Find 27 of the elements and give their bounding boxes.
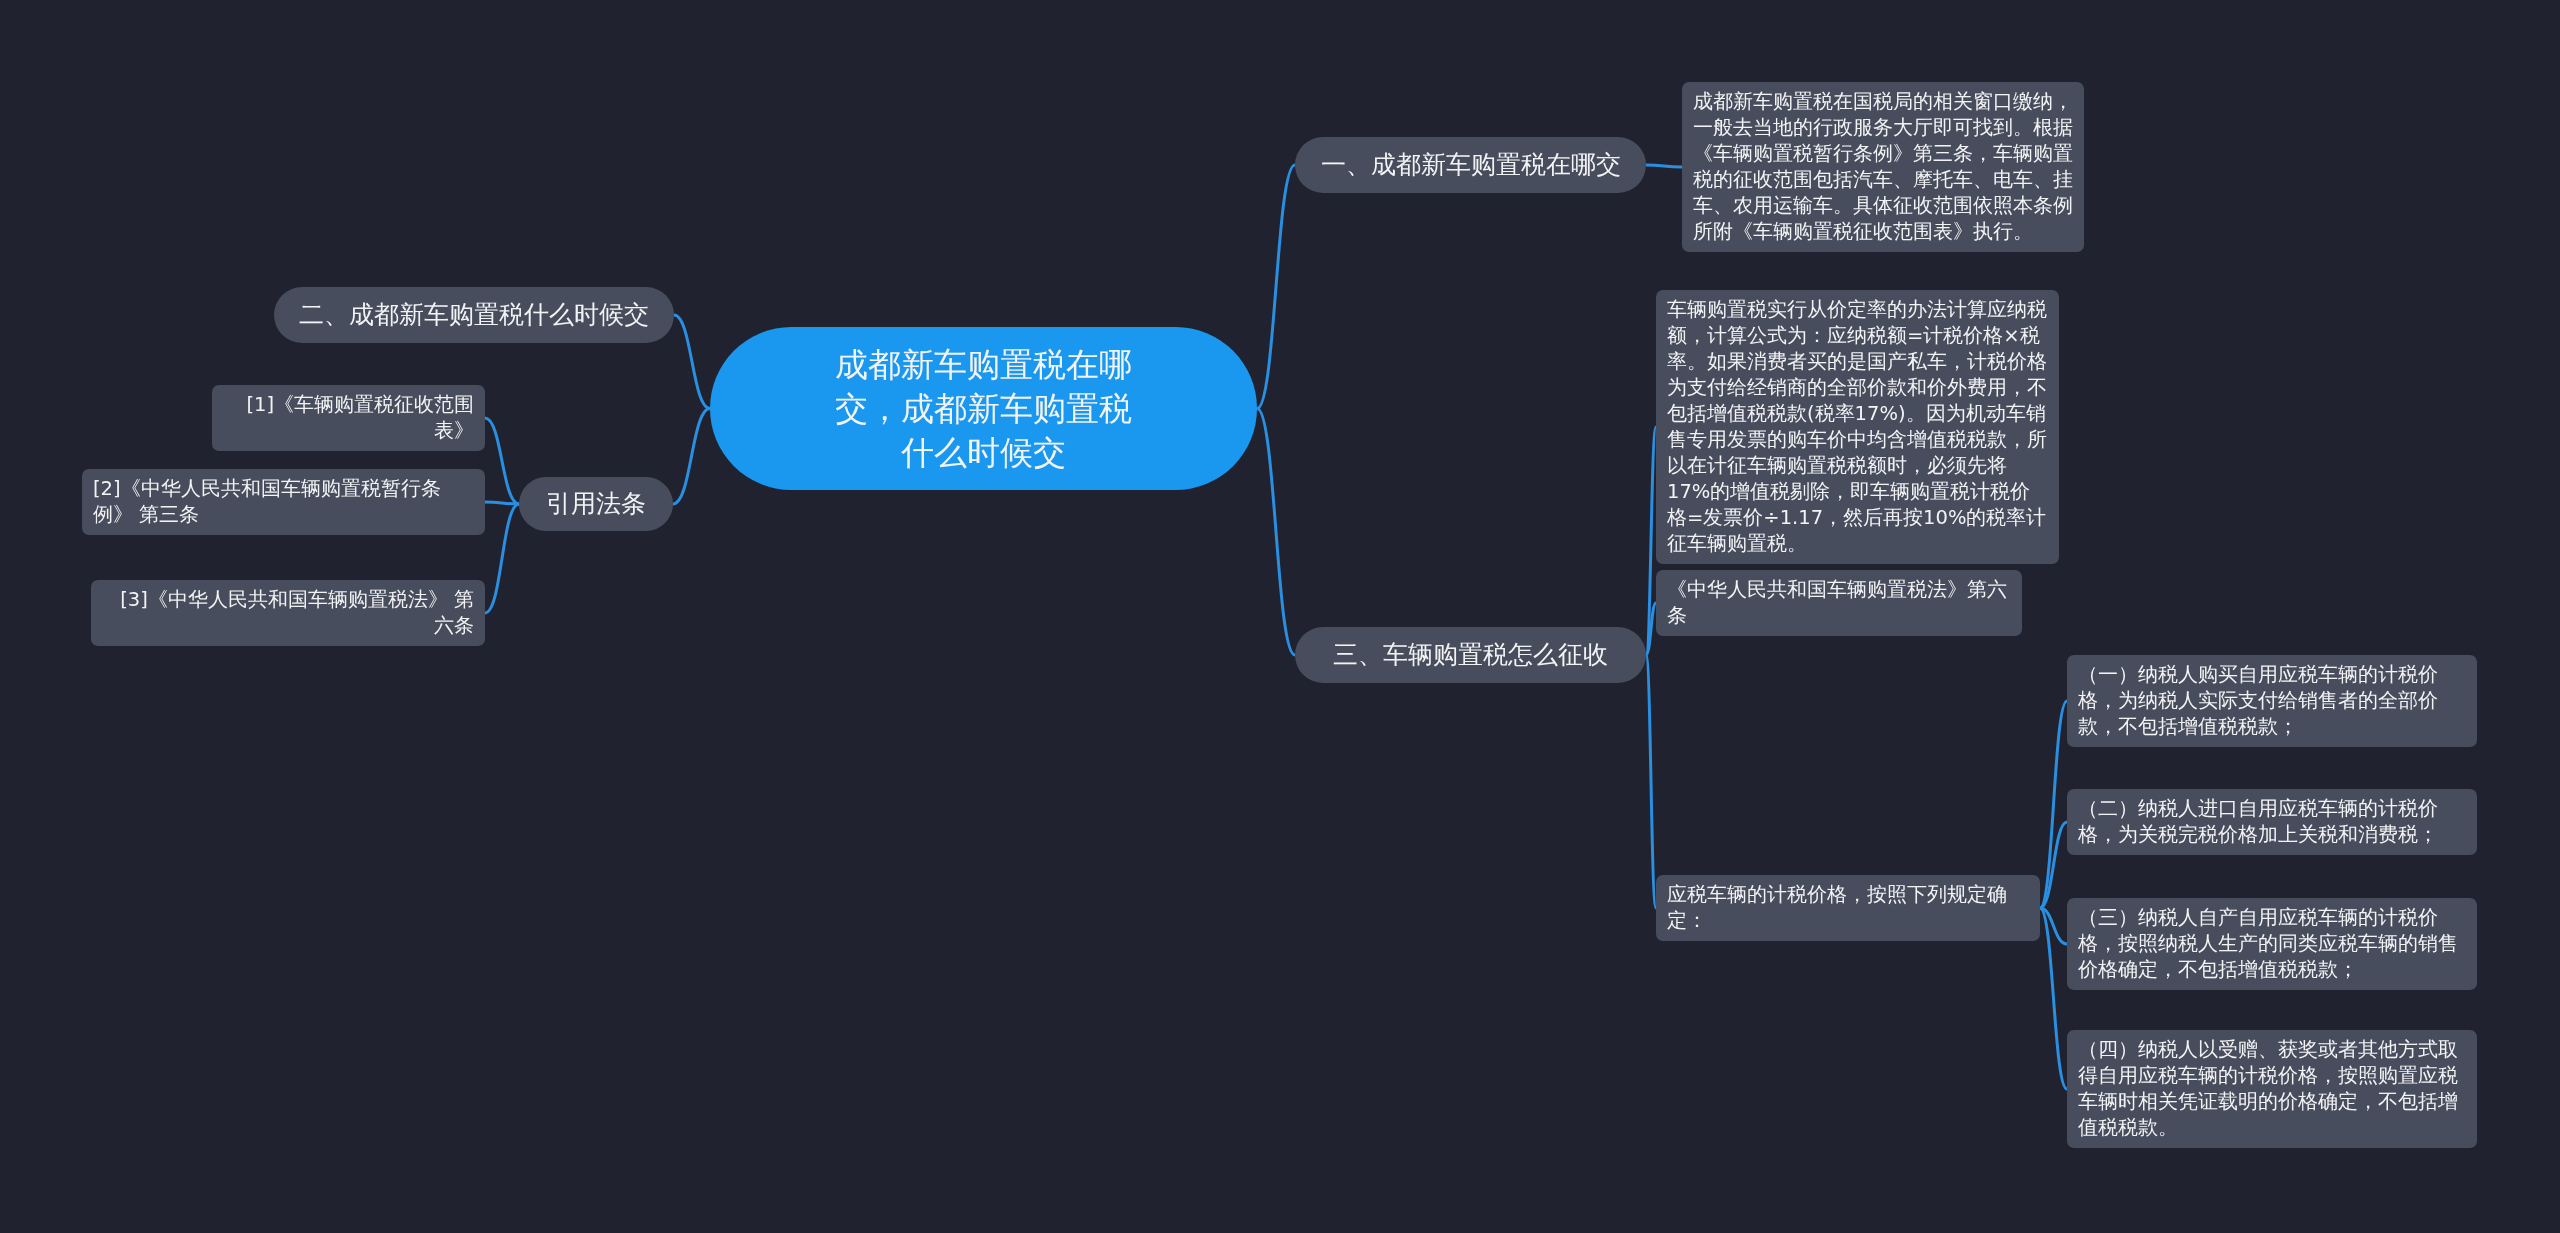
connector-line xyxy=(1255,164,1297,410)
note-box: （四）纳税人以受赠、获奖或者其他方式取得自用应税车辆的计税价格，按照购置应税车辆时相关凭证载明的价格确定，不包括增值税税款。 xyxy=(2067,1030,2477,1148)
note-box: [1]《车辆购置税征收范围表》 xyxy=(212,385,485,451)
connector-line xyxy=(1644,654,1658,909)
note-box: 应税车辆的计税价格，按照下列规定确定： xyxy=(1656,875,2040,941)
central-topic: 成都新车购置税在哪交，成都新车购置税什么时候交 xyxy=(710,327,1257,490)
note-box: 车辆购置税实行从价定率的办法计算应纳税额，计算公式为：应纳税额=计税价格×税率。如果消费者买的是国产私车，计税价格为支付给经销商的全部价款和价外费用，不包括增值税税款(税率17%)。因为机动车销售专用发票的购车价中均含增值税税款，所以在计征车辆购置税税额时，必须先将17%的增值税剔除，即车辆购置税计税价格=发票价÷1.17，然后再按10%的税率计征车辆购置税。 xyxy=(1656,290,2059,564)
connector-line xyxy=(485,500,519,506)
note-box: [2]《中华人民共和国车辆购置税暂行条例》 第三条 xyxy=(82,469,485,535)
connector-line xyxy=(2038,907,2069,1090)
topic-pill: 三、车辆购置税怎么征收 xyxy=(1295,627,1646,683)
note-box: （二）纳税人进口自用应税车辆的计税价格，为关税完税价格加上关税和消费税； xyxy=(2067,789,2477,855)
topic-pill: 引用法条 xyxy=(519,477,673,531)
note-box: [3]《中华人民共和国车辆购置税法》 第六条 xyxy=(91,580,485,646)
connector-line xyxy=(672,407,711,506)
topic-pill: 二、成都新车购置税什么时候交 xyxy=(274,287,674,343)
topic-pill: 一、成都新车购置税在哪交 xyxy=(1295,137,1646,193)
note-box: 《中华人民共和国车辆购置税法》第六条 xyxy=(1656,570,2022,636)
connector-line xyxy=(1255,407,1297,656)
connector-line xyxy=(1644,602,1658,656)
note-box: （三）纳税人自产自用应税车辆的计税价格，按照纳税人生产的同类应税车辆的销售价格确定，不包括增值税税款； xyxy=(2067,898,2477,990)
connector-line xyxy=(484,502,520,615)
note-box: 成都新车购置税在国税局的相关窗口缴纳，一般去当地的行政服务大厅即可找到。根据《车辆购置税暂行条例》第三条，车辆购置税的征收范围包括汽车、摩托车、电车、挂车、农用运输车。具体征收范围依照本条例所附《车辆购置税征收范围表》执行。 xyxy=(1682,82,2084,252)
connector-line xyxy=(1646,163,1682,169)
connector-line xyxy=(673,313,711,410)
connector-line xyxy=(2038,700,2069,909)
note-box: （一）纳税人购买自用应税车辆的计税价格，为纳税人实际支付给销售者的全部价款，不包括增值税税款； xyxy=(2067,655,2477,747)
